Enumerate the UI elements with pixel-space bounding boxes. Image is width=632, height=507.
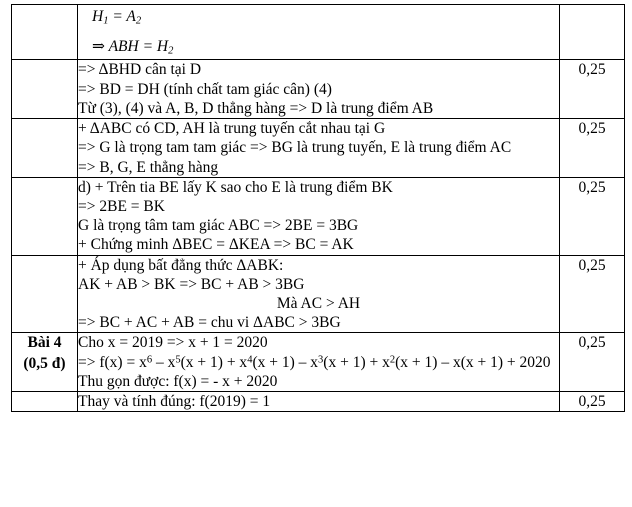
- solution-cell: Thay và tính đúng: f(2019) = 1: [77, 391, 560, 413]
- solution-line-polynomial: => f(x) = x6 – x5(x + 1) + x4(x + 1) – x…: [78, 353, 559, 372]
- poly-part: – x: [152, 353, 176, 371]
- poly-exponent: 6: [146, 354, 153, 366]
- solution-line: + Chứng minh ΔBEC = ΔKEA => BC = AK: [78, 236, 354, 254]
- solution-line: => BC + AC + AB = chu vi ΔABC > 3BG: [78, 314, 341, 332]
- table-row: + Áp dụng bất đẳng thức ΔABK: AK + AB > …: [11, 254, 625, 334]
- solution-line: AK + AB > BK => BC + AB > 3BG: [78, 275, 305, 293]
- solution-line: => BD = DH (tính chất tam giác cân) (4): [78, 80, 332, 98]
- question-label-cell: [11, 59, 78, 120]
- solution-cell: + Áp dụng bất đẳng thức ΔABK: AK + AB > …: [77, 254, 560, 334]
- solution-cell: Cho x = 2019 => x + 1 = 2020 => f(x) = x…: [77, 332, 560, 393]
- poly-part: (x + 1) + x: [323, 353, 390, 371]
- solution-line: d) + Trên tia BE lấy K sao cho E là trun…: [78, 178, 393, 196]
- table-row: Bài 4 (0,5 đ) Cho x = 2019 => x + 1 = 20…: [11, 332, 625, 393]
- question-label-cell: [11, 118, 78, 178]
- table-row: Thay và tính đúng: f(2019) = 1 0,25: [11, 391, 625, 413]
- poly-part: => f(x) = x: [78, 353, 147, 371]
- solution-line: => 2BE = BK: [78, 197, 165, 215]
- solution-line: => G là trọng tam tam giác => BG là trun…: [78, 139, 512, 157]
- solution-line: => ΔBHD cân tại D: [78, 61, 202, 79]
- solution-cell: H1 = A2 ⇒ ABH = H2: [77, 3, 560, 61]
- solution-cell: + ΔABC có CD, AH là trung tuyến cắt nhau…: [77, 118, 560, 178]
- score-cell: [559, 3, 625, 61]
- score-cell: 0,25: [559, 254, 625, 334]
- math-line-2: ⇒ ABH = H2: [92, 37, 174, 57]
- question-label-cell: [11, 391, 78, 413]
- poly-part: (x + 1) – x(x + 1) + 2020: [395, 353, 551, 371]
- poly-part: (x + 1) + x: [180, 353, 248, 371]
- math-line-1: H1 = A2: [92, 8, 142, 27]
- question-label: Bài 4: [27, 334, 62, 352]
- solution-line: + Áp dụng bất đẳng thức ΔABK:: [78, 256, 284, 274]
- score-cell: 0,25: [559, 391, 625, 413]
- solution-cell: => ΔBHD cân tại D => BD = DH (tính chất …: [77, 59, 560, 120]
- solution-line: G là trọng tâm tam giác ABC => 2BE = 3BG: [78, 217, 359, 235]
- question-label-cell: [11, 176, 78, 256]
- solution-cell: d) + Trên tia BE lấy K sao cho E là trun…: [77, 176, 560, 256]
- poly-exponent: 4: [247, 354, 253, 366]
- poly-exponent: 5: [175, 354, 181, 366]
- score-cell: 0,25: [559, 59, 625, 120]
- question-points: (0,5 đ): [23, 354, 66, 372]
- table-row: + ΔABC có CD, AH là trung tuyến cắt nhau…: [11, 118, 625, 178]
- solution-line: => B, G, E thẳng hàng: [78, 158, 219, 176]
- table-row: d) + Trên tia BE lấy K sao cho E là trun…: [11, 176, 625, 256]
- table-row: => ΔBHD cân tại D => BD = DH (tính chất …: [11, 59, 625, 120]
- question-label-cell: [11, 254, 78, 334]
- question-label-cell-bai-4: Bài 4 (0,5 đ): [11, 332, 78, 393]
- question-label-cell: [11, 3, 78, 61]
- poly-exponent: 3: [318, 354, 324, 366]
- poly-exponent: 2: [389, 354, 396, 366]
- solution-line: Từ (3), (4) và A, B, D thẳng hàng => D l…: [78, 99, 434, 117]
- solution-line: Cho x = 2019 => x + 1 = 2020: [78, 334, 268, 352]
- score-cell: 0,25: [559, 332, 625, 393]
- answer-key-table: H1 = A2 ⇒ ABH = H2 => ΔBHD cân tại D => …: [11, 3, 625, 413]
- poly-part: (x + 1) – x: [252, 353, 319, 371]
- score-cell: 0,25: [559, 118, 625, 178]
- table-row: H1 = A2 ⇒ ABH = H2: [11, 3, 625, 61]
- score-cell: 0,25: [559, 176, 625, 256]
- solution-line-centered: Mà AC > AH: [276, 295, 361, 313]
- solution-line: + ΔABC có CD, AH là trung tuyến cắt nhau…: [78, 120, 386, 138]
- solution-line: Thu gọn được: f(x) = - x + 2020: [78, 372, 278, 390]
- solution-line: Thay và tính đúng: f(2019) = 1: [78, 393, 271, 411]
